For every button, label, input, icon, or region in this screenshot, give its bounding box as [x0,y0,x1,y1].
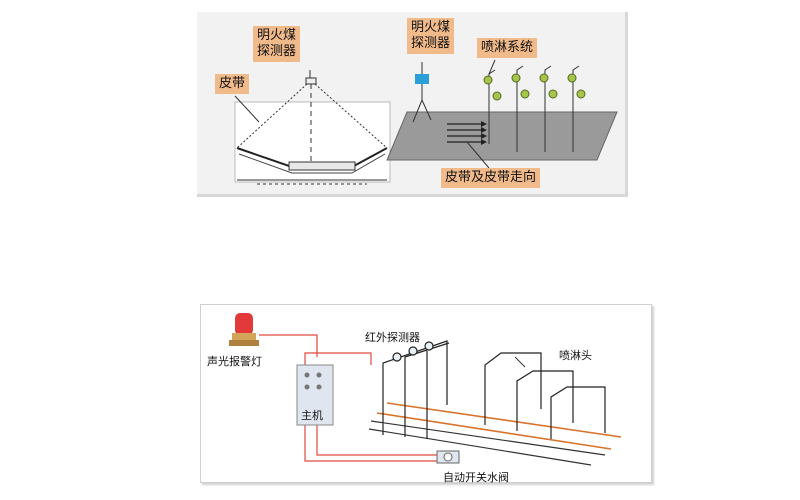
leader-belt [234,95,260,123]
label-detector-left: 明火煤 探测器 [253,26,301,62]
belt-cross-section [234,77,391,185]
label-infrared-detector: 红外探测器 [365,331,420,344]
label-host: 主机 [301,409,323,422]
label-belt-direction: 皮带及皮带走向 [441,168,541,188]
leader-spray-system [488,59,496,75]
label-detector-right: 明火煤 探测器 [407,18,455,54]
infrared-detectors [382,340,450,439]
belt-lines [376,402,622,450]
top-panel: 明火煤 探测器 皮带 明火煤 探测器 喷淋系统 皮带及皮带走向 [197,12,628,197]
valve-icon [436,450,460,464]
label-alarm-light: 声光报警灯 [207,355,262,368]
label-spray-head: 喷淋头 [559,349,592,362]
spray-nozzles [483,73,586,101]
host-box [296,364,334,426]
top-diagram-drawing [234,59,618,185]
leader-spray-head [514,356,526,368]
alarm-light-icon [229,313,259,346]
detector-tripod [412,74,432,123]
label-valve: 自动开关水阀 [443,471,509,484]
belt-lines-dark [368,420,606,466]
label-belt: 皮带 [215,74,250,94]
leader-belt-direction [466,141,490,169]
red-wiring [259,334,441,462]
bottom-panel: 声光报警灯 红外探测器 喷淋头 主机 自动开关水阀 [200,304,652,484]
spray-head-frames [484,352,606,439]
label-spray-system: 喷淋系统 [477,38,538,58]
bottom-diagram-drawing [229,313,622,466]
belt-plane [386,111,618,161]
